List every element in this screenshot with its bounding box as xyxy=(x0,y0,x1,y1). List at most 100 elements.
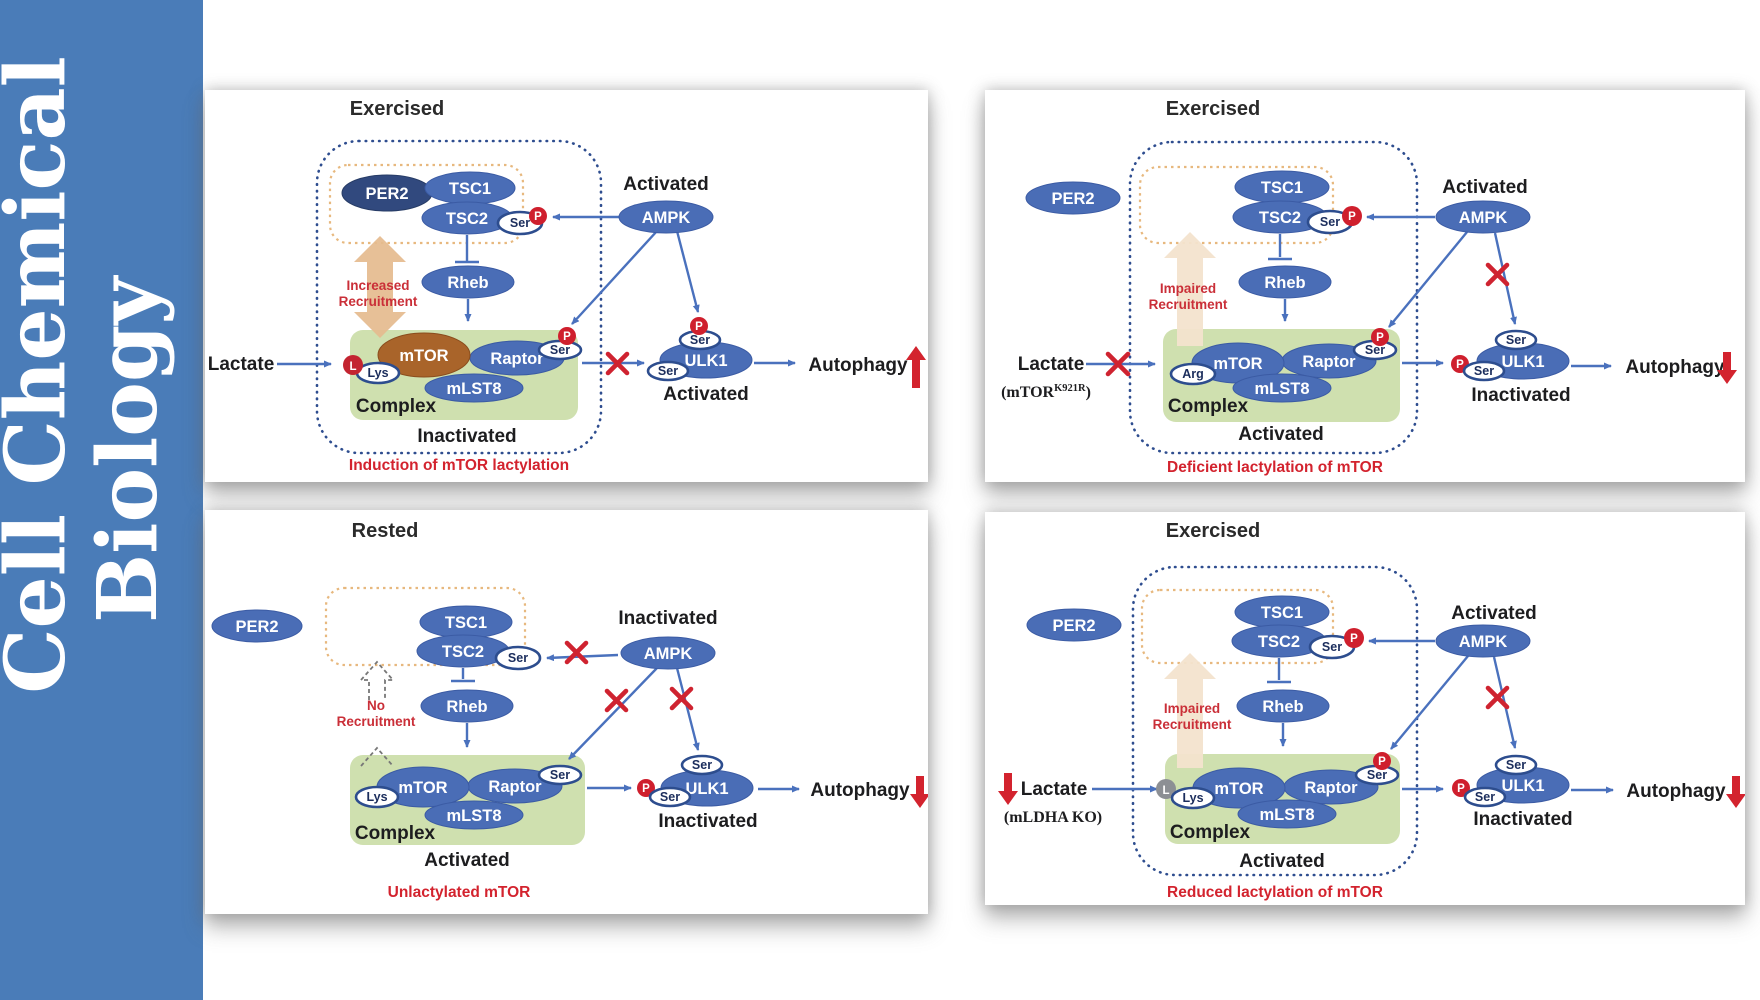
mtor-lys-site xyxy=(1170,786,1216,810)
tsc2-rheb-inhibition xyxy=(1268,234,1292,261)
complex-label: Complex xyxy=(355,823,436,844)
ulk1-ser-bottom-label: Ser xyxy=(658,364,678,378)
tsc2-phospho-badge xyxy=(1344,628,1364,648)
ampk-node xyxy=(620,636,716,670)
lactyl-badge-label: L xyxy=(349,361,356,373)
ampk-ulk1-arrow xyxy=(675,230,700,313)
ampk-label: AMPK xyxy=(1459,209,1508,227)
complex-state: Inactivated xyxy=(417,426,516,447)
ulk1-ser-top-label: Ser xyxy=(692,758,712,772)
ulk1-phospho-label: P xyxy=(1456,359,1464,371)
per2-label: PER2 xyxy=(365,185,408,203)
panel-caption: Deficient lactylation of mTOR xyxy=(1167,459,1383,476)
tsc2-ser-label: Ser xyxy=(508,651,528,665)
ampk-ulk1-arrow xyxy=(1493,232,1517,325)
recruitment-line2: Recruitment xyxy=(1149,297,1228,312)
rheb-node xyxy=(420,689,514,723)
tsc2-ser-label: Ser xyxy=(1322,640,1342,654)
lactyl-badge xyxy=(343,355,363,375)
ulk1-state: Inactivated xyxy=(658,811,757,832)
raptor-phospho-label: P xyxy=(1376,332,1384,344)
mtor-lys-site xyxy=(354,785,400,809)
autophagy-up-arrow xyxy=(906,346,926,388)
ampk-node xyxy=(618,200,714,234)
tsc2-ser-label: Ser xyxy=(510,216,530,230)
ulk1-ser-bottom-label: Ser xyxy=(1475,790,1495,804)
tsc2-phospho-badge xyxy=(529,207,547,225)
autophagy-down-arrow xyxy=(1717,352,1737,384)
per2-label: PER2 xyxy=(235,618,278,636)
ulk1-phospho-label: P xyxy=(695,321,703,333)
no-recruitment-dashed-arrow-bottom xyxy=(360,746,394,767)
tsc2-ser-label: Ser xyxy=(1320,215,1340,229)
mtor-lys-label: Lys xyxy=(366,790,387,804)
panel-rested: Rested PER2 TSC1 TSC2 Ser Inactivated AM… xyxy=(205,510,928,914)
tsc2-rheb-inhibition xyxy=(451,668,475,683)
cell-dotted-border xyxy=(315,139,603,455)
tsc2-label: TSC2 xyxy=(1259,209,1301,227)
tsc1-label: TSC1 xyxy=(445,614,487,632)
tsc2-label: TSC2 xyxy=(446,210,488,228)
ulk1-ser-top-site xyxy=(1494,754,1538,776)
raptor-ser-label: Ser xyxy=(1367,768,1387,782)
mlst8-node xyxy=(1232,373,1332,403)
raptor-label: Raptor xyxy=(488,778,542,796)
raptor-phospho-badge xyxy=(1373,752,1391,770)
lactate-note: (mTORK921R) xyxy=(1001,383,1091,401)
ulk1-phospho-badge xyxy=(637,779,655,797)
complex-label: Complex xyxy=(356,396,437,417)
raptor-label: Raptor xyxy=(1304,779,1358,797)
panel-caption: Unlactylated mTOR xyxy=(388,884,531,901)
per2-node xyxy=(1025,181,1121,215)
panel-title: Exercised xyxy=(1166,98,1261,120)
per2-node xyxy=(1026,608,1122,642)
mtor-node xyxy=(377,332,471,378)
ampk-state: Inactivated xyxy=(618,608,717,629)
panel-title: Exercised xyxy=(1166,520,1261,542)
tsc2-ser-site xyxy=(494,645,542,671)
ulk1-label: ULK1 xyxy=(684,352,727,370)
tsc2-label: TSC2 xyxy=(1258,633,1300,651)
rheb-node xyxy=(1236,689,1330,723)
autophagy-label: Autophagy xyxy=(808,355,908,376)
tsc2-phospho-label: P xyxy=(1350,633,1358,645)
ulk1-ser-bottom-label: Ser xyxy=(660,790,680,804)
panel-exercised-k921r: Exercised PER2 TSC1 TSC2 Ser P Activated… xyxy=(985,90,1745,482)
recruitment-line2: Recruitment xyxy=(337,714,416,729)
journal-title-line1: Cell Chemical xyxy=(0,56,84,694)
panel-title: Rested xyxy=(352,520,419,542)
rheb-node xyxy=(421,265,515,299)
journal-title-line2: Biology xyxy=(80,277,176,623)
mtor-label: mTOR xyxy=(399,347,448,365)
ulk1-ser-bottom-label: Ser xyxy=(1474,364,1494,378)
raptor-ser-label: Ser xyxy=(550,343,570,357)
mlst8-label: mLST8 xyxy=(1254,380,1309,398)
tsc2-label: TSC2 xyxy=(442,643,484,661)
complex-state: Activated xyxy=(1239,851,1325,872)
tsc2-rheb-inhibition xyxy=(1267,658,1291,684)
ampk-raptor-arrow xyxy=(1390,655,1469,750)
raptor-ser-label: Ser xyxy=(1365,343,1385,357)
recruitment-up-arrow xyxy=(1164,232,1216,346)
mtor-lys-label: Lys xyxy=(367,366,388,380)
ulk1-phospho-label: P xyxy=(1457,783,1465,795)
ulk1-label: ULK1 xyxy=(1501,353,1544,371)
lactate-label: Lactate xyxy=(1018,354,1085,375)
mtor-arg-site xyxy=(1169,362,1217,386)
raptor-ser-label: Ser xyxy=(550,768,570,782)
autophagy-label: Autophagy xyxy=(1626,781,1726,802)
lactate-label: Lactate xyxy=(208,354,275,375)
raptor-label: Raptor xyxy=(490,350,544,368)
panel-exercised-wildtype: Exercised PER2 TSC1 TSC2 Ser P Activated… xyxy=(205,90,928,482)
mlst8-label: mLST8 xyxy=(446,807,501,825)
ampk-label: AMPK xyxy=(1459,633,1508,651)
raptor-label: Raptor xyxy=(1302,353,1356,371)
lactyl-badge-label: L xyxy=(1162,785,1169,797)
complex-state: Activated xyxy=(1238,424,1324,445)
ampk-label: AMPK xyxy=(642,209,691,227)
tsc2-phospho-badge xyxy=(1342,206,1362,226)
ulk1-ser-bottom-site xyxy=(646,360,690,382)
tsc2-rheb-inhibition xyxy=(455,235,479,264)
rheb-label: Rheb xyxy=(1264,274,1305,292)
blocked-x-ampk-ulk1 xyxy=(669,686,694,711)
